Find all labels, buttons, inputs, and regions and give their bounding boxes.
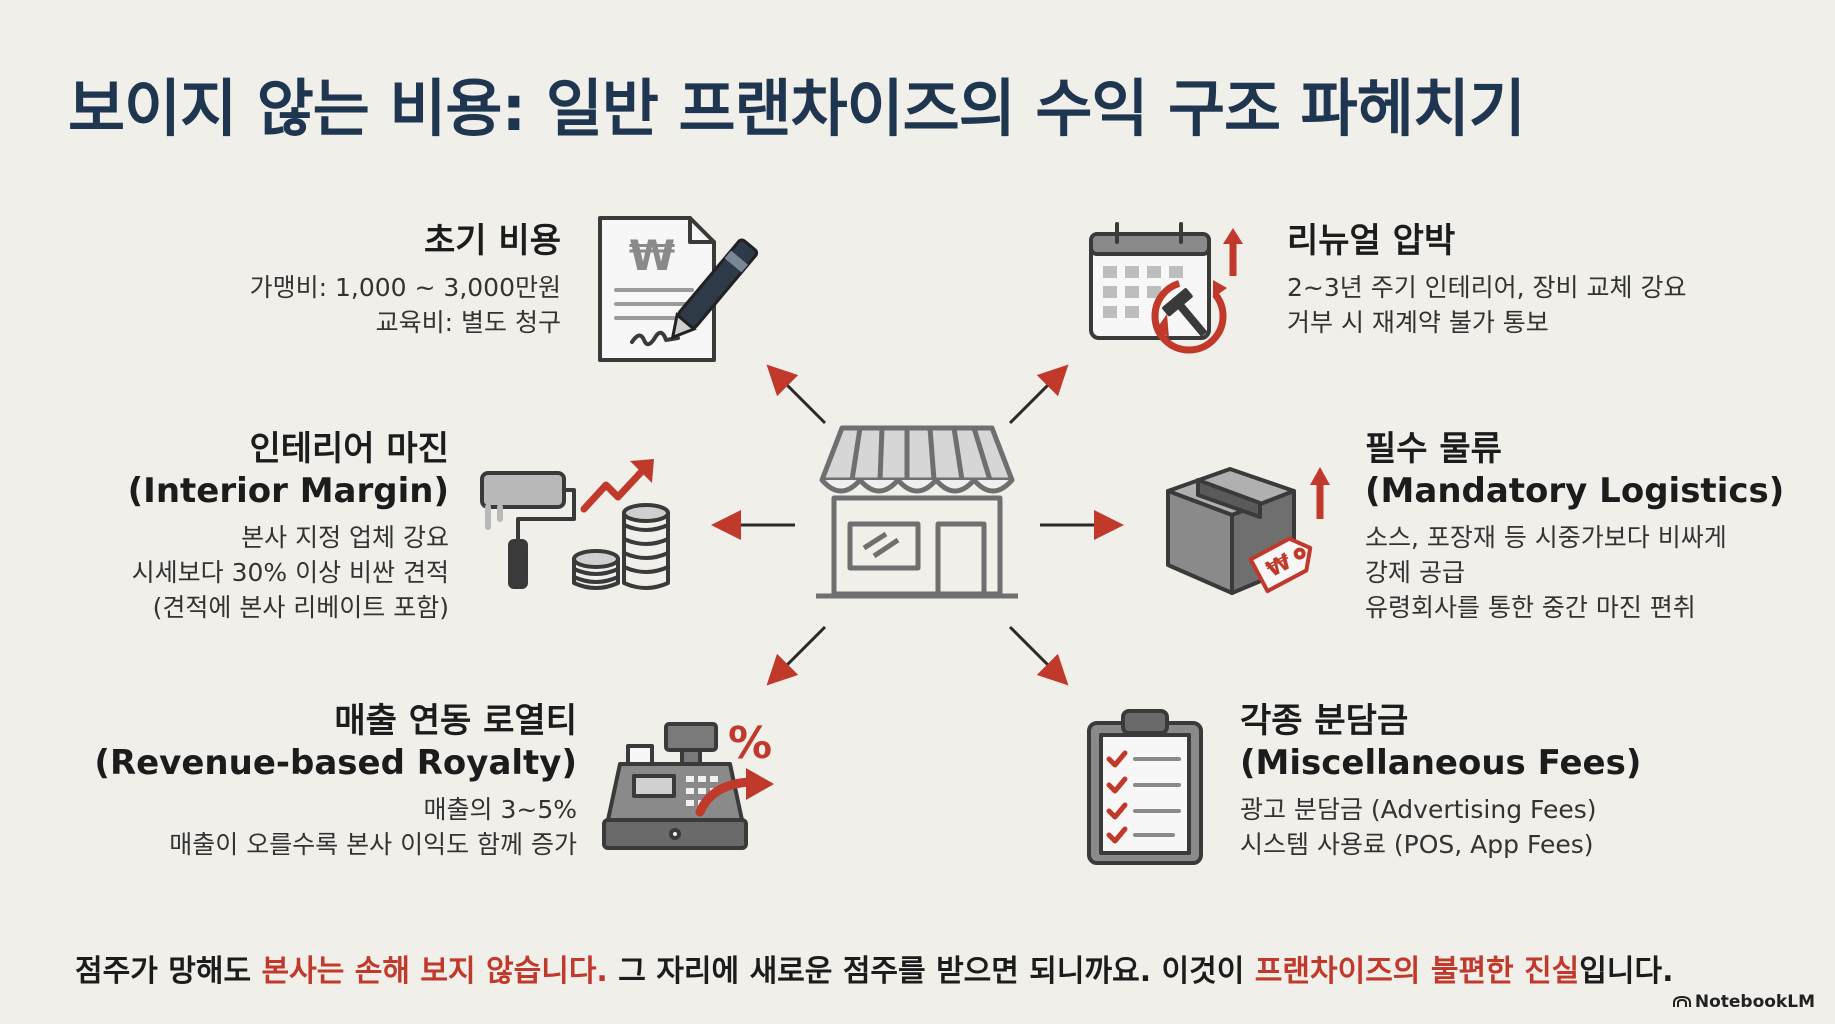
arrow-to-royalty [766,625,827,686]
clipboard-checklist-icon [1087,709,1203,865]
storefront-icon [816,425,1018,599]
fees-subtitle: (Miscellaneous Fees) [1240,743,1642,783]
block-fees: 각종 분담금 (Miscellaneous Fees) 광고 분담금 (Adve… [1240,700,1641,862]
interior-title: 인테리어 마진 [249,429,449,469]
logistics-line-2: 강제 공급 [1365,558,1465,587]
fees-line-1: 광고 분담금 (Advertising Fees) [1240,795,1597,824]
paint-roller-coins-icon [480,459,670,590]
notebooklm-logo-icon [1672,996,1691,1007]
brand-watermark: NotebookLM [1672,992,1815,1012]
arrow-to-fees [1008,625,1069,686]
fees-line-2: 시스템 사용료 (POS, App Fees) [1240,830,1594,859]
renewal-title: 리뉴얼 압박 [1287,221,1456,261]
renewal-line-2: 거부 시 재계약 불가 통보 [1287,308,1549,337]
logistics-line-1: 소스, 포장재 등 시중가보다 비싸게 [1365,523,1727,552]
footer-part-2: 그 자리에 새로운 점주를 받으면 되니까요. 이것이 [607,954,1255,989]
page-title: 보이지 않는 비용: 일반 프랜차이즈의 수익 구조 파헤치기 [68,72,1526,145]
logistics-line-3: 유령회사를 통한 중간 마진 편취 [1365,593,1696,622]
renewal-line-1: 2~3년 주기 인테리어, 장비 교체 강요 [1287,273,1687,302]
footer-part-1: 점주가 망해도 [75,954,262,989]
fees-title: 각종 분담금 [1240,701,1409,741]
block-initial-cost: 초기 비용 가맹비: 1,000 ~ 3,000만원 교육비: 별도 청구 [250,220,561,340]
block-renewal: 리뉴얼 압박 2~3년 주기 인테리어, 장비 교체 강요 거부 시 재계약 불… [1287,220,1686,340]
block-royalty: 매출 연동 로열티 (Revenue-based Royalty) 매출의 3~… [94,700,577,862]
initial-cost-line-1: 가맹비: 1,000 ~ 3,000만원 [249,273,561,302]
percent-glyph: % [728,718,772,769]
footer-highlight-1: 본사는 손해 보지 않습니다. [261,954,608,989]
arrow-to-initial-cost [766,364,827,425]
initial-cost-title: 초기 비용 [424,221,561,261]
interior-line-2: 시세보다 30% 이상 비싼 견적 [131,558,449,587]
royalty-subtitle: (Revenue-based Royalty) [94,743,577,783]
logistics-title: 필수 물류 [1365,429,1502,469]
footer-highlight-2: 프랜차이즈의 불편한 진실 [1254,954,1580,989]
initial-cost-line-2: 교육비: 별도 청구 [375,308,561,337]
logistics-subtitle: (Mandatory Logistics) [1365,471,1785,511]
block-logistics: 필수 물류 (Mandatory Logistics) 소스, 포장재 등 시중… [1365,428,1784,625]
footer-part-3: 입니다. [1579,954,1674,989]
royalty-line-2: 매출이 오를수록 본사 이익도 함께 증가 [169,830,577,859]
royalty-title: 매출 연동 로열티 [334,701,577,741]
calendar-hammer-icon [1089,222,1243,354]
contract-won-pen-icon: ₩ [598,216,759,362]
box-price-tag-icon: ₩ [1166,467,1330,595]
interior-line-3: (견적에 본사 리베이트 포함) [152,593,449,622]
cash-register-percent-icon: % [602,718,774,850]
brand-label: NotebookLM [1694,992,1815,1012]
royalty-line-1: 매출의 3~5% [423,795,577,824]
arrow-to-renewal [1008,364,1069,425]
interior-line-1: 본사 지정 업체 강요 [241,523,449,552]
interior-subtitle: (Interior Margin) [127,471,449,511]
block-interior: 인테리어 마진 (Interior Margin) 본사 지정 업체 강요 시세… [128,428,449,625]
footer-message: 점주가 망해도 본사는 손해 보지 않습니다. 그 자리에 새로운 점주를 받으… [75,946,1674,990]
svg-text:₩: ₩ [629,231,675,280]
